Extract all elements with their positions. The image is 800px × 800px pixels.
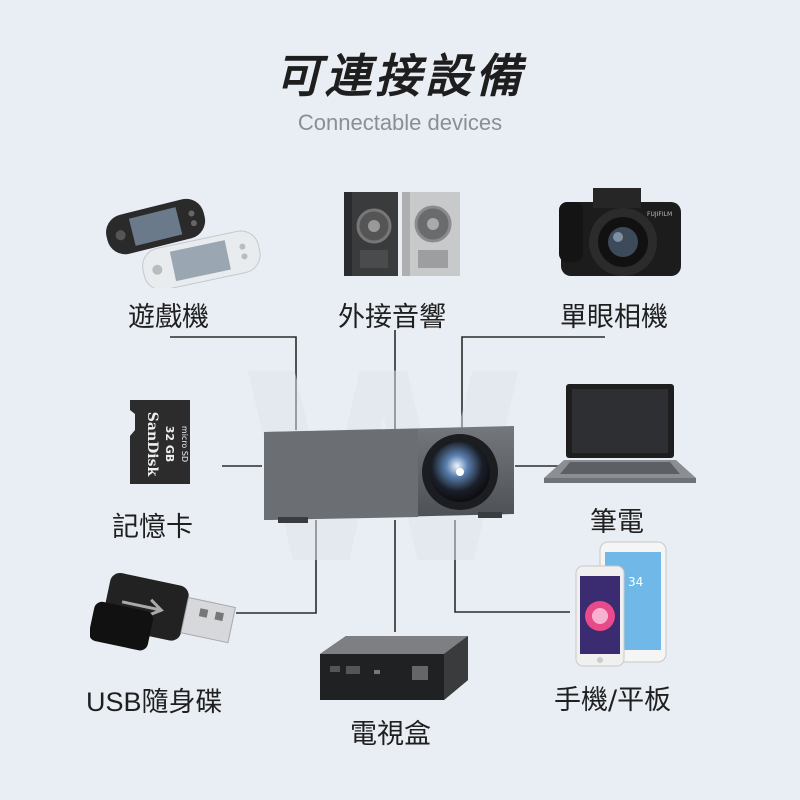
speaker-icon xyxy=(344,192,460,276)
label-usb: USB隨身碟 xyxy=(86,687,223,717)
camera-brand: FUJIFILM xyxy=(647,211,672,218)
phone-tablet-icon: 34 xyxy=(575,541,667,667)
laptop-icon xyxy=(544,384,696,483)
sd-brand: SanDisk xyxy=(144,412,160,477)
page-subtitle: Connectable devices xyxy=(297,110,503,135)
sd-logo: micro SD xyxy=(180,426,189,462)
sd-card-icon: SanDisk 32 GB micro SD xyxy=(130,400,190,484)
line-camera xyxy=(461,336,605,430)
game-console-icon xyxy=(106,198,261,288)
line-phone xyxy=(454,520,570,613)
label-speaker: 外接音響 xyxy=(338,302,446,333)
label-camera: 單眼相機 xyxy=(560,302,668,333)
page-title: 可連接設備 xyxy=(275,49,525,103)
label-phone: 手機/平板 xyxy=(554,685,672,716)
label-tv-box: 電視盒 xyxy=(350,719,431,750)
label-laptop: 筆電 xyxy=(590,507,644,538)
label-memory-card: 記憶卡 xyxy=(112,512,193,543)
sd-capacity: 32 GB xyxy=(163,426,176,463)
tv-box-icon xyxy=(320,636,468,700)
phone-screen-time: 34 xyxy=(628,575,643,589)
dslr-camera-icon: FUJIFILM xyxy=(559,188,681,276)
line-game-console xyxy=(170,336,297,430)
label-game-console: 遊戲機 xyxy=(128,302,209,333)
projector-icon xyxy=(264,426,514,523)
usb-drive-icon xyxy=(90,572,237,651)
line-usb xyxy=(236,520,317,614)
